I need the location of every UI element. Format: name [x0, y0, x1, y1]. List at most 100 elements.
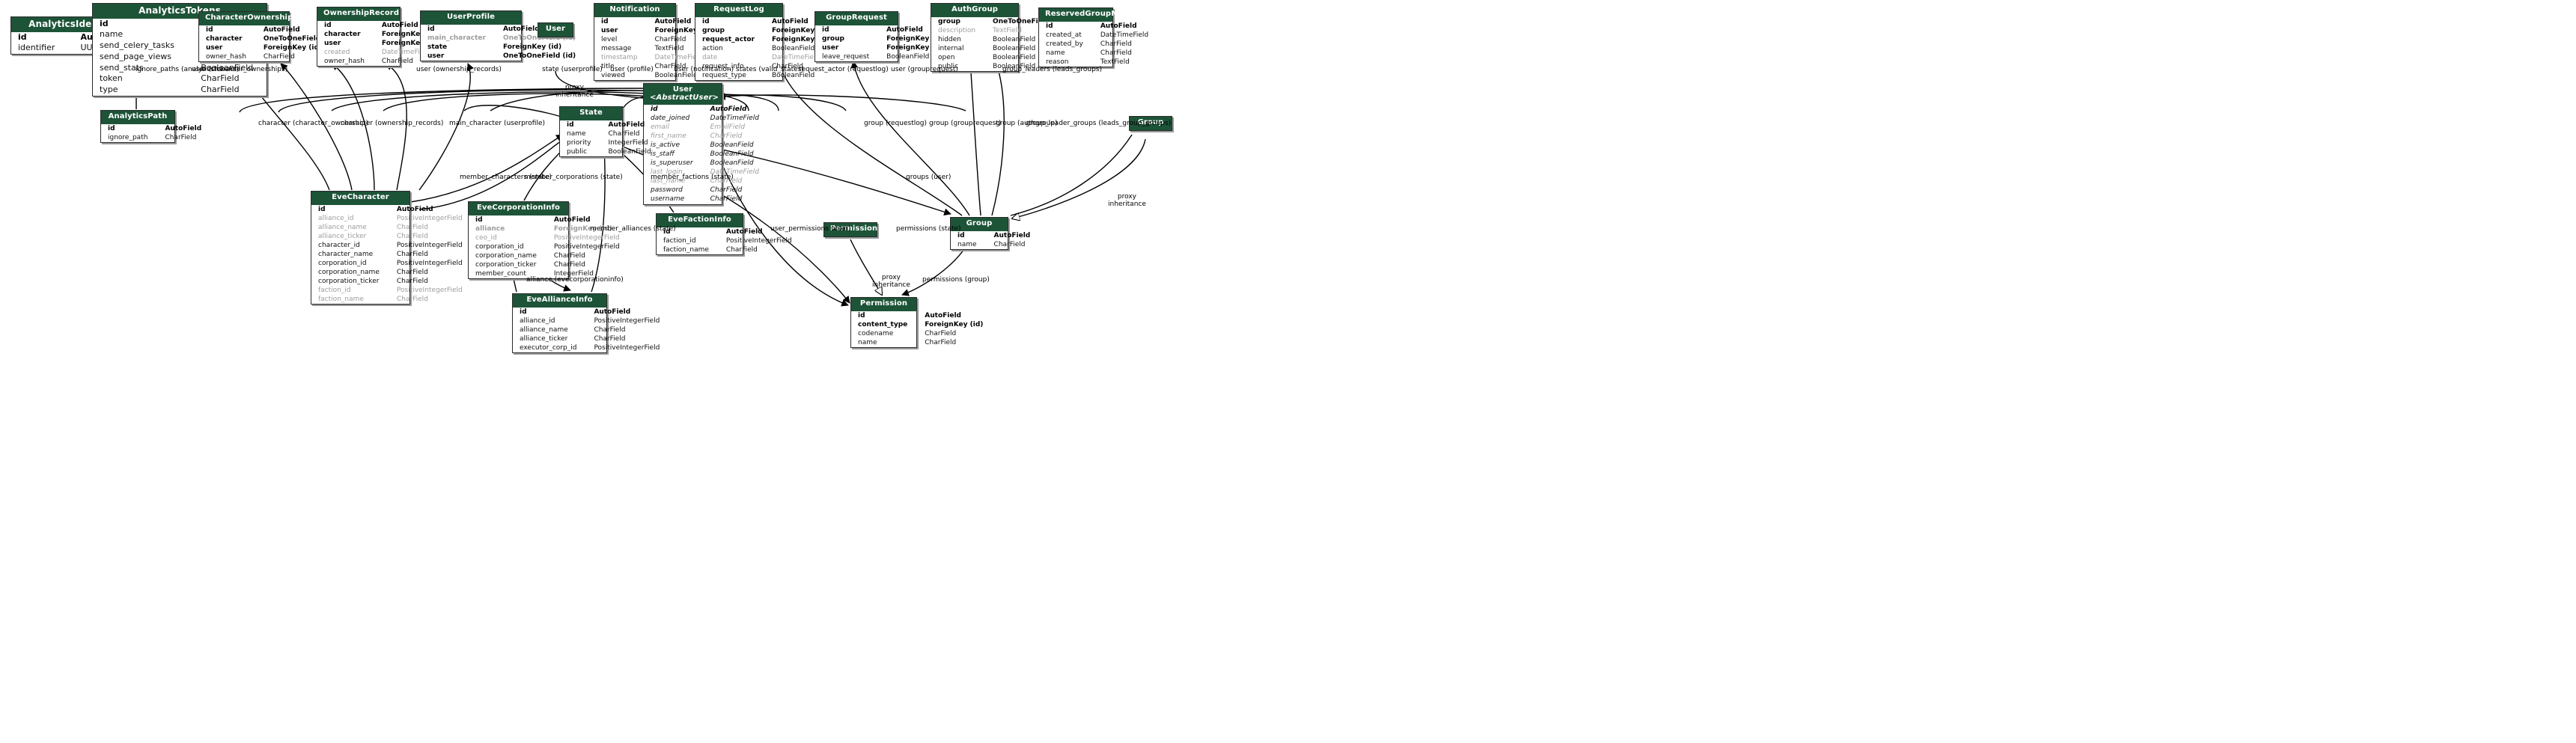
field-name: identifier [18, 43, 55, 53]
field-type: AutoField [553, 215, 591, 224]
model-title-text: OwnershipRecord [323, 9, 400, 17]
field-type: DateTimeField [772, 53, 820, 61]
field-type: EmailField [710, 123, 746, 132]
field-type: BooleanField [993, 53, 1036, 61]
edge-label-group-leader-groups: group_leader_groups (leads_group_groups) [1026, 120, 1172, 127]
field-name: alliance [475, 224, 505, 233]
edge-label-user-notification: user (notification) [674, 66, 734, 73]
edge-label-group-grouprequest: group (grouprequest) [929, 120, 1002, 127]
field-type: BooleanField [993, 44, 1036, 52]
field-name: id [206, 25, 213, 34]
field-name: member_count [475, 269, 526, 278]
field-type: CharField [1100, 40, 1132, 48]
model-title: Notification [594, 4, 675, 17]
field-name: is_staff [651, 150, 675, 159]
field-type: AutoField [654, 17, 692, 25]
field-name: request_type [702, 71, 746, 79]
field-type: PositiveIntegerField [396, 214, 463, 222]
field-name: character_id [318, 241, 360, 249]
field-name: title [601, 62, 615, 70]
field-name: id [324, 21, 332, 29]
field-name: name [858, 338, 877, 346]
edge-label-group-leaders-leads-groups: group_leaders (leads_groups) [1002, 66, 1102, 73]
model-title-text: State [579, 108, 603, 117]
field-type: CharField [1100, 49, 1132, 57]
field-name: main_character [427, 34, 486, 42]
model-subtitle-text: <AbstractUser> [650, 93, 719, 102]
model-node-group-right[interactable]: Group [1129, 116, 1172, 131]
edge-label-main-character-userprofile: main_character (userprofile) [449, 120, 546, 127]
field-name: corporation_ticker [475, 260, 537, 269]
field-type: IntegerField [608, 138, 648, 147]
model-field-row: public BooleanField [931, 62, 1072, 71]
field-name: public [938, 62, 959, 70]
edge-label-member-alliances-state: member_alliances (state) [590, 225, 676, 233]
field-type: CharField [396, 268, 428, 276]
field-type: BooleanField [993, 62, 1036, 70]
field-type: CharField [201, 85, 240, 94]
field-type: ForeignKey (id) [553, 224, 612, 233]
field-name: group [822, 34, 844, 43]
field-type: DateTimeField [1100, 31, 1149, 39]
field-name: character_name [318, 250, 374, 258]
edge-label-character-character-ownership: character (character_ownership) [258, 120, 368, 127]
field-name: created_at [1046, 31, 1082, 39]
model-title: EveFactionInfo [657, 214, 743, 227]
model-node-permission-proxy[interactable]: Permission [823, 222, 877, 237]
field-name: message [601, 44, 632, 52]
field-name: faction_name [663, 245, 709, 254]
model-node-analyticstokens[interactable]: AnalyticsTokensidAutoFieldnameCharFields… [92, 3, 267, 97]
field-name: alliance_id [520, 317, 555, 325]
model-node-user-proxy[interactable]: User [538, 22, 573, 37]
field-name: codename [858, 329, 894, 337]
edge-label-groups-user: groups (user) [906, 174, 951, 181]
field-name: faction_name [318, 295, 364, 303]
field-name: is_active [651, 141, 680, 150]
field-name: id [475, 215, 483, 224]
model-title: AuthGroup [931, 4, 1018, 17]
field-name: user [601, 26, 618, 34]
